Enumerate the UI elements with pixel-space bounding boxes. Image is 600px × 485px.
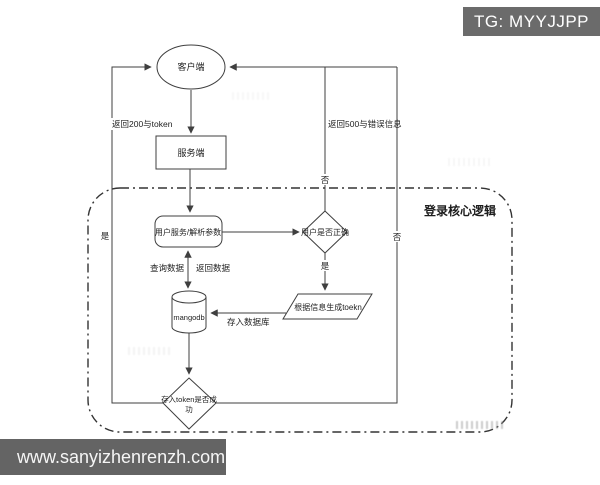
yes-left-label: 是 xyxy=(101,231,110,241)
token-check-diamond xyxy=(162,377,217,430)
return500-label: 返回500与错误信息 xyxy=(328,119,402,129)
server-label: 服务端 xyxy=(177,147,204,158)
edge-token-check-yes-to-client xyxy=(111,63,163,404)
server-rect xyxy=(155,135,227,170)
return200-label: 返回200与token xyxy=(112,119,173,129)
return-data-label: 返回数据 xyxy=(196,263,231,273)
tg-badge: TG: MYYJJPP xyxy=(463,7,600,36)
database-label: mangodb xyxy=(173,313,204,322)
query-data-label: 查询数据 xyxy=(150,263,185,273)
no-right-label-bg xyxy=(391,231,403,242)
user-check-label: 用户是否正确 xyxy=(301,227,349,237)
site-url-bar: www.sanyizhenrenzh.com xyxy=(0,439,226,475)
node-server: 服务端 xyxy=(155,135,227,170)
token-check-label-line2: 功 xyxy=(185,404,193,414)
no-right-label: 否 xyxy=(393,232,402,242)
save-db-label: 存入数据库 xyxy=(227,317,270,327)
scope-title: 登录核心逻辑 xyxy=(423,203,496,218)
node-gen-token: 根据信息生成toekn xyxy=(282,293,373,320)
client-label: 客户端 xyxy=(177,61,204,72)
node-client: 客户端 xyxy=(156,44,226,90)
edge-token-check-no-right xyxy=(216,67,398,404)
client-ellipse xyxy=(156,44,226,90)
node-user-check: 用户是否正确 xyxy=(301,210,349,254)
no-top-label: 否 xyxy=(321,175,330,185)
node-user-service: 用户服务/解析参数 xyxy=(154,215,223,248)
user-check-diamond xyxy=(302,210,348,254)
database-cylinder-top xyxy=(171,290,207,304)
database-cylinder-body xyxy=(171,297,207,334)
gen-token-label: 根据信息生成toekn xyxy=(294,302,362,312)
gen-token-parallelogram xyxy=(282,293,373,320)
no-top-label-bg xyxy=(319,174,331,185)
yes-mid-label: 是 xyxy=(321,261,330,271)
node-token-check: 存入token是否成 功 xyxy=(161,377,217,430)
yes-mid-label-bg xyxy=(319,260,331,271)
yes-left-label-bg xyxy=(99,230,111,241)
node-database: mangodb xyxy=(171,290,207,334)
token-check-label-line1: 存入token是否成 xyxy=(161,394,217,404)
return200-label-bg xyxy=(108,118,166,130)
user-service-label: 用户服务/解析参数 xyxy=(155,227,221,237)
user-service-rect xyxy=(154,215,223,248)
login-core-scope-border xyxy=(87,187,513,433)
